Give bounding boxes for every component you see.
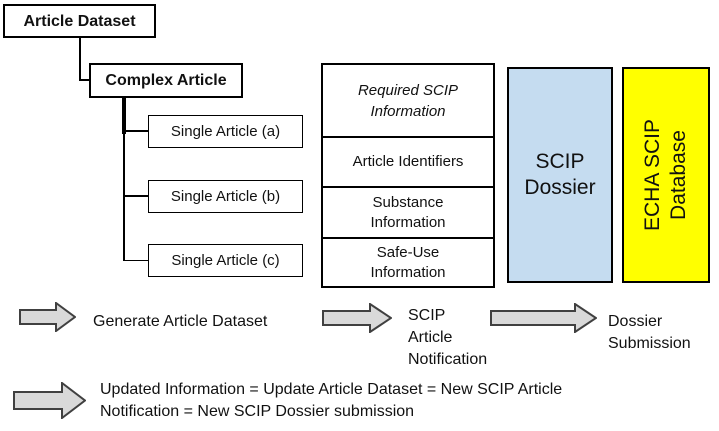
notification-label-line2: Article [408,329,453,346]
scip-dossier-label: SCIP Dossier [524,149,595,201]
echa-database-label: ECHA SCIP Database [640,119,692,231]
connector-root-elbow [79,79,89,81]
arrow-submission-icon [490,303,597,333]
update-cycle-note-line2: Notification = New SCIP Dossier submissi… [100,403,415,420]
notification-label-line3: Notification [408,351,488,368]
scip-dossier-box: SCIP Dossier [507,67,613,283]
scip-article-notification-label: SCIP Article Notification [408,305,487,371]
scip-table-row-safe-use: Safe-Use Information [323,237,493,286]
arrow-update-cycle-icon [13,382,86,419]
scip-row-line: Information [370,263,446,281]
submission-label-line2: Submission [608,335,691,352]
connector-child-vertical-thick [121,98,126,134]
update-cycle-note: Updated Information = Update Article Dat… [100,379,562,423]
single-article-a-box: Single Article (a) [148,115,303,148]
echa-database-line1: ECHA SCIP [641,118,664,232]
generate-article-dataset-label: Generate Article Dataset [93,313,268,330]
scip-table-header-line1: Required SCIP [357,81,459,99]
single-article-c-box: Single Article (c) [148,244,303,277]
echa-database-rotated-wrap: ECHA SCIP Database [624,69,708,281]
single-article-b-box: Single Article (b) [148,180,303,213]
scip-table-header: Required SCIP Information [323,65,493,136]
connector-stub-c [124,259,148,261]
scip-row-line: Substance [372,193,444,211]
update-cycle-note-line1: Updated Information = Update Article Dat… [100,381,563,398]
scip-table-row-substance: Substance Information [323,185,493,238]
connector-child-vertical [123,98,125,261]
notification-label-line1: SCIP [408,307,446,324]
connector-stub-b [124,195,148,197]
connector-stub-a [124,130,148,132]
scip-row-line: Safe-Use [376,243,440,261]
submission-label-line1: Dossier [608,313,663,330]
echa-scip-database-box: ECHA SCIP Database [622,67,710,283]
scip-table-row-identifiers: Article Identifiers [323,136,493,186]
required-scip-info-table: Required SCIP Information Article Identi… [321,63,495,288]
arrow-generate-icon [19,302,76,332]
scip-dossier-line2: Dossier [524,176,596,199]
scip-row-line: Information [370,213,446,231]
scip-row-line: Article Identifiers [352,153,464,171]
complex-article-box: Complex Article [89,63,243,98]
scip-dossier-line1: SCIP [535,150,585,173]
scip-table-header-line2: Information [370,102,446,120]
connector-root-vertical [79,38,81,80]
dossier-submission-label: Dossier Submission [608,311,691,355]
arrow-notification-icon [322,303,392,333]
echa-database-line2: Database [667,130,690,220]
article-dataset-box: Article Dataset [3,4,156,38]
